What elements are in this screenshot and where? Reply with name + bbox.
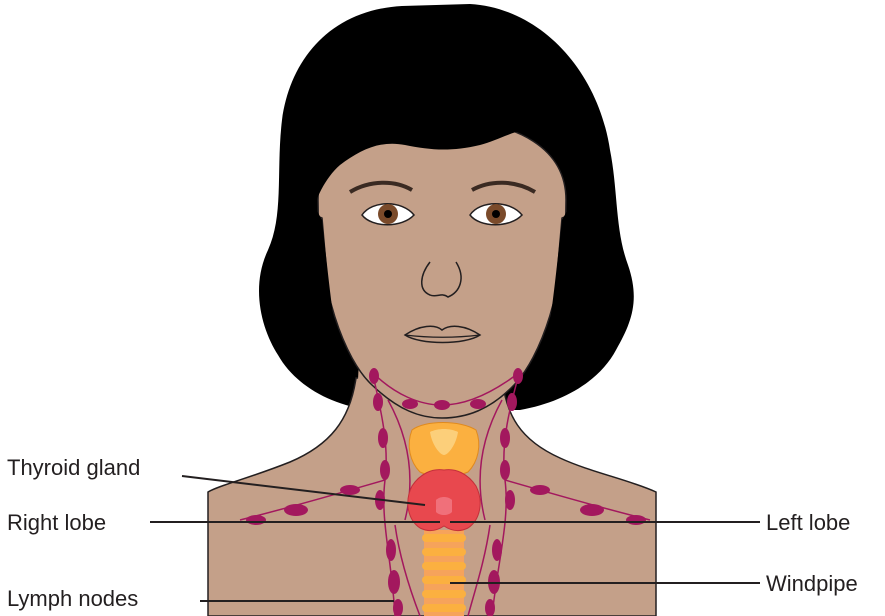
windpipe	[422, 530, 466, 616]
label-lymph-nodes: Lymph nodes	[7, 588, 138, 610]
label-thyroid-gland: Thyroid gland	[7, 457, 140, 479]
label-right-lobe: Right lobe	[7, 512, 106, 534]
thyroid-isthmus	[436, 497, 452, 515]
label-windpipe: Windpipe	[766, 573, 858, 595]
label-left-lobe: Left lobe	[766, 512, 850, 534]
